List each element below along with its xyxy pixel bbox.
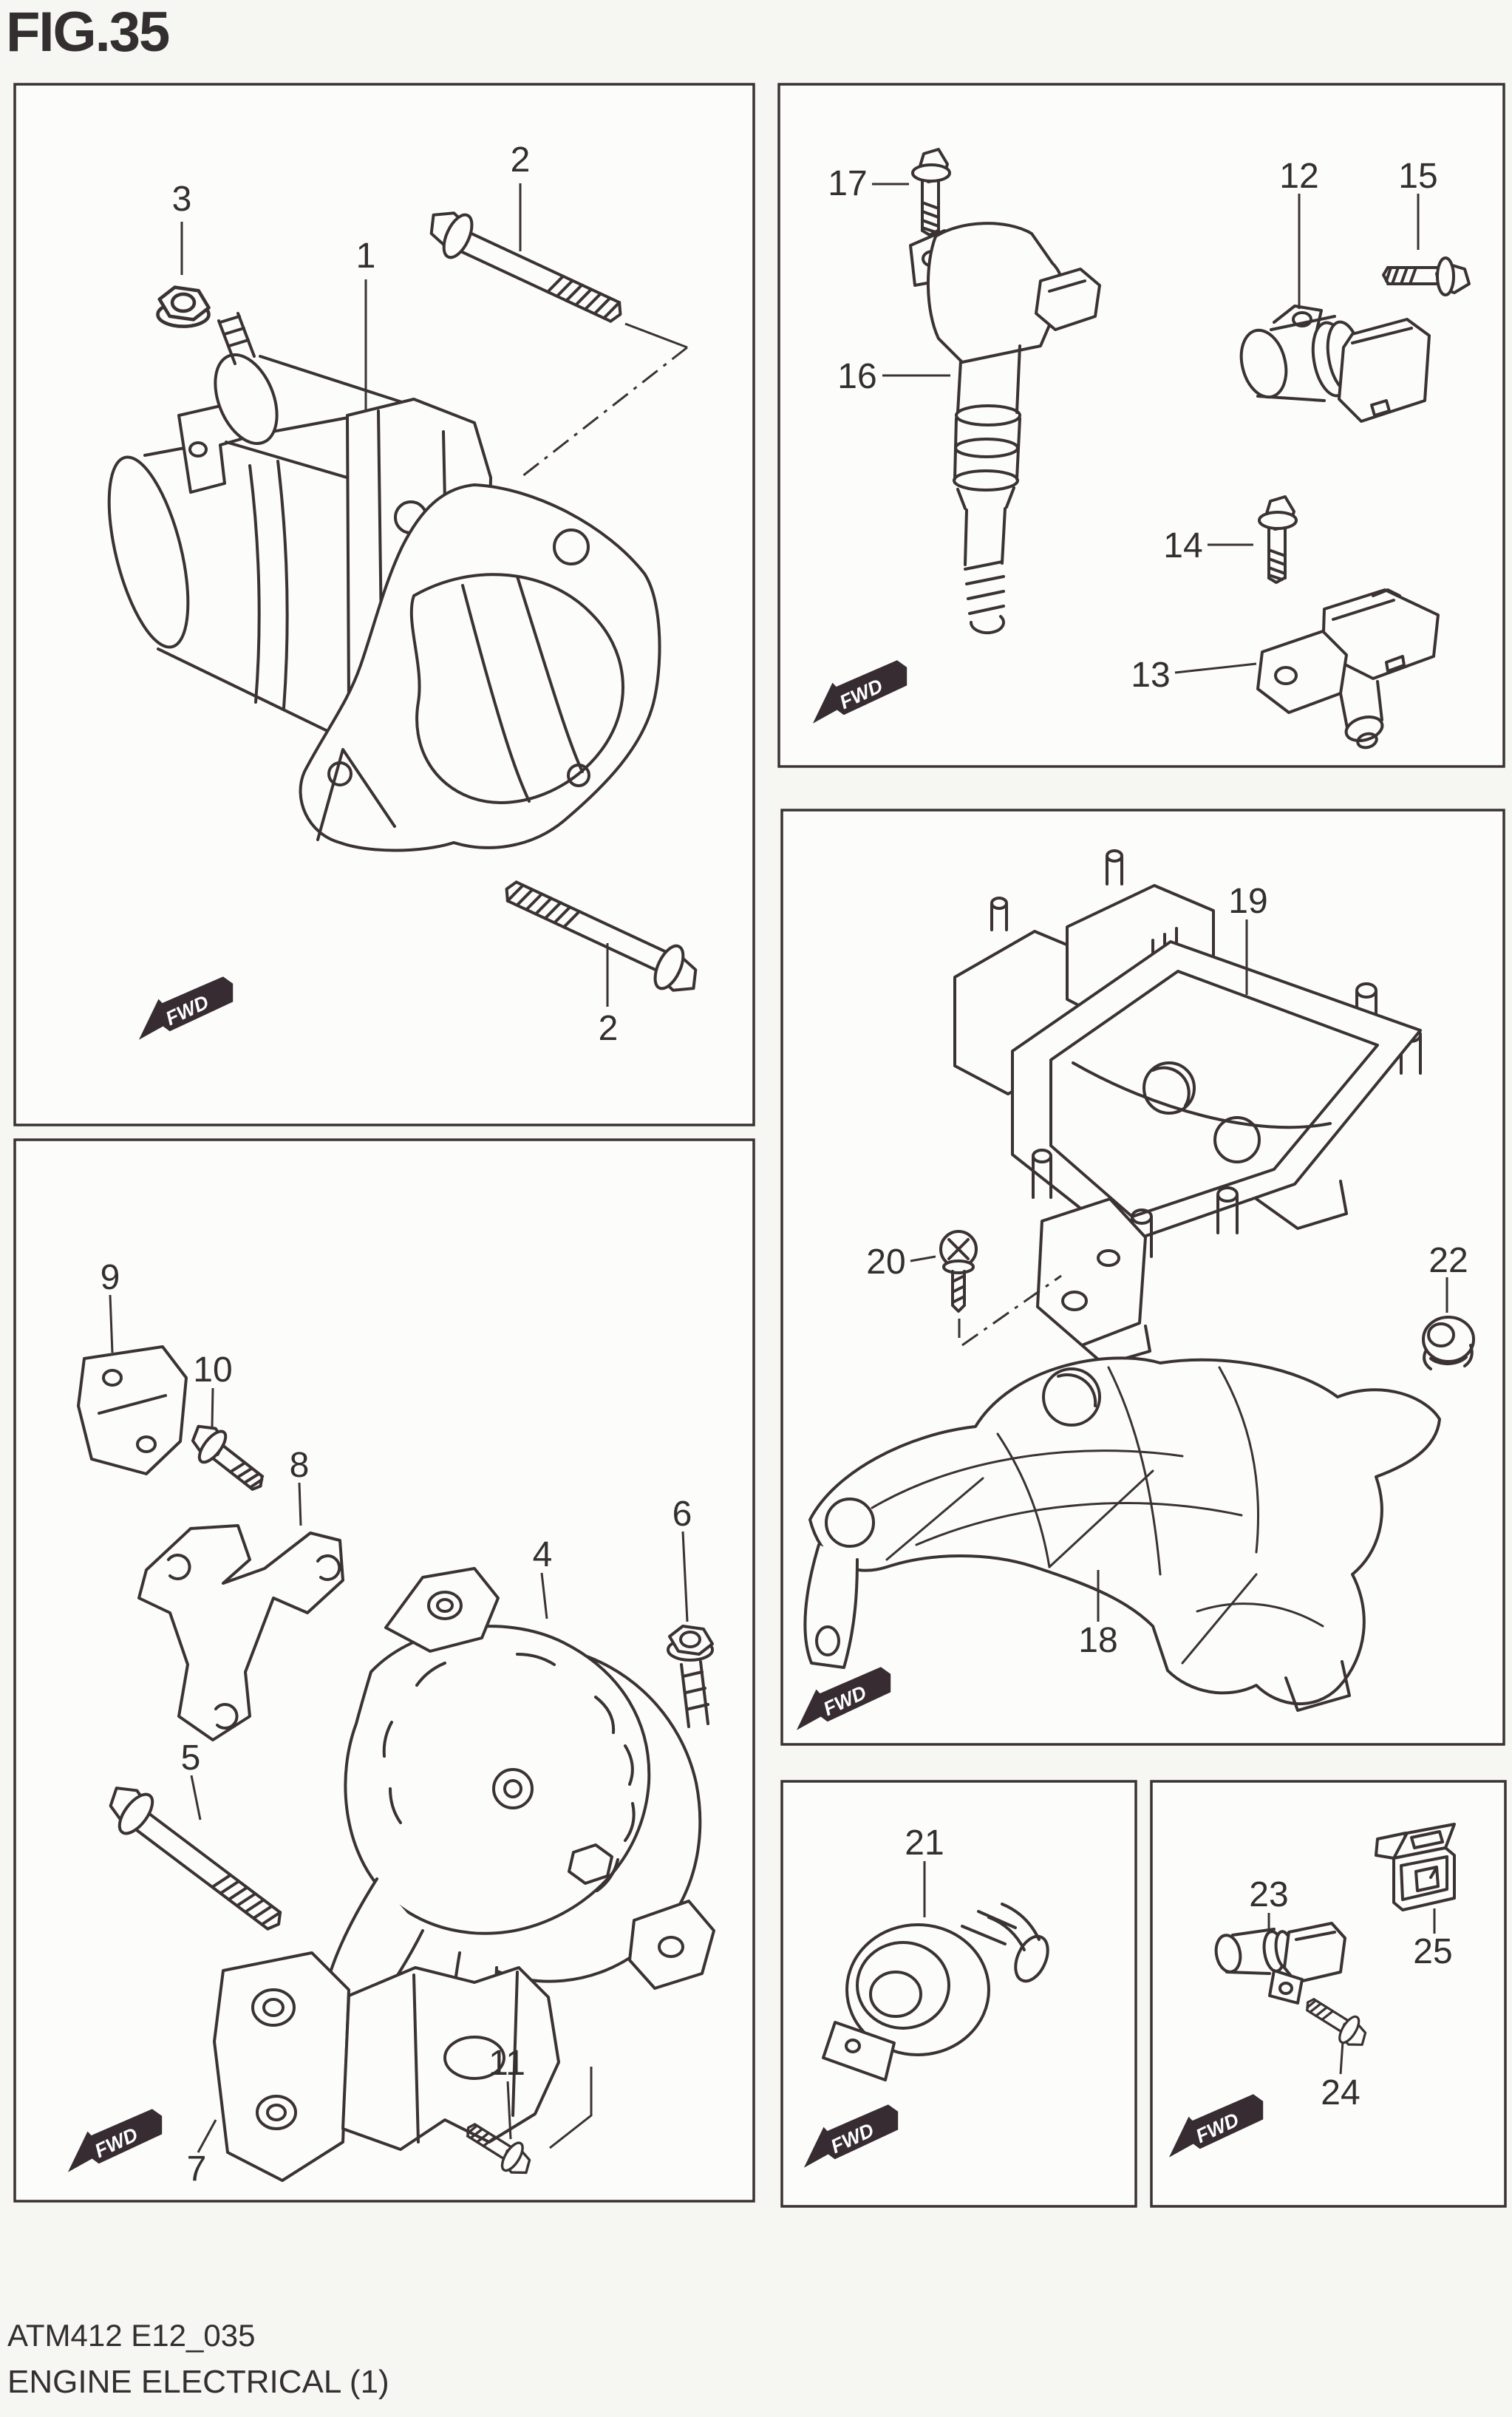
figure-name: ENGINE ELECTRICAL (1)	[7, 2364, 389, 2400]
callout-3: 3	[172, 180, 192, 219]
callout-7: 7	[187, 2149, 207, 2189]
callout-25: 25	[1413, 1932, 1452, 1971]
callout-16: 16	[837, 357, 876, 396]
callout-20: 20	[866, 1243, 905, 1282]
part-2-bolt-a	[418, 200, 688, 480]
part-7-bracket	[213, 1951, 560, 2182]
callout-2a: 2	[511, 140, 531, 180]
callout-21: 21	[905, 1823, 944, 1863]
callout-15: 15	[1398, 157, 1437, 196]
part-9-bracket	[77, 1345, 188, 1475]
callout-18: 18	[1078, 1621, 1117, 1660]
callout-4: 4	[533, 1535, 553, 1574]
part-18-bracket	[803, 1356, 1441, 1712]
callout-5: 5	[181, 1738, 201, 1778]
part-25-relay	[1375, 1823, 1456, 1911]
part-3-nut	[158, 288, 209, 327]
callout-10: 10	[193, 1350, 232, 1390]
callout-6: 6	[672, 1495, 692, 1534]
callout-23: 23	[1249, 1875, 1288, 1914]
part-22-grommet	[1422, 1316, 1475, 1370]
callout-13: 13	[1131, 656, 1170, 695]
leader-lines	[109, 183, 1448, 2153]
part-12-camshaft-sensor	[1239, 305, 1431, 423]
callout-12: 12	[1279, 157, 1318, 196]
figure-footer: ATM412 E12_035 ENGINE ELECTRICAL (1)	[7, 2318, 389, 2401]
part-1-starter-motor	[107, 312, 661, 852]
callout-2b: 2	[599, 1009, 619, 1048]
callout-1: 1	[356, 237, 376, 276]
part-11-bolt	[457, 2067, 593, 2182]
part-23-sensor	[1214, 1922, 1346, 2005]
callouts: 3 1 2 2 17 16 12 15 14 13 19 20 22 18 9 …	[101, 140, 1468, 2189]
callout-8: 8	[290, 1446, 310, 1485]
part-21-oil-pressure-switch	[822, 1903, 1049, 2081]
callout-14: 14	[1163, 526, 1202, 565]
callout-17: 17	[828, 164, 867, 203]
callout-19: 19	[1228, 882, 1267, 921]
callout-22: 22	[1428, 1241, 1468, 1280]
part-13-camshaft-sensor	[1256, 588, 1440, 749]
part-16-ignition-coil	[909, 222, 1101, 635]
part-6-nut	[667, 1625, 714, 1662]
part-8-bracket	[137, 1524, 344, 1741]
callout-24: 24	[1321, 2073, 1360, 2112]
part-20-screw	[939, 1230, 1062, 1347]
callout-9: 9	[101, 1258, 120, 1297]
part-19-ecu	[953, 849, 1422, 1366]
figure-code: ATM412 E12_035	[7, 2318, 256, 2353]
figure-title: FIG.35	[6, 1, 170, 64]
callout-11: 11	[488, 2044, 525, 2083]
